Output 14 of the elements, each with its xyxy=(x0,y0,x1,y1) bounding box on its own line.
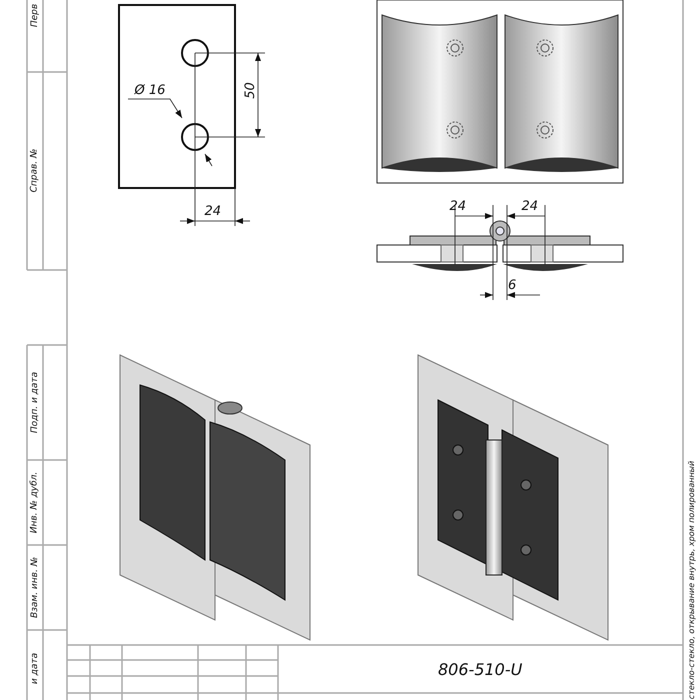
stamp-label: Инв. № дубл. xyxy=(30,471,40,533)
dimension-label: 6 xyxy=(508,278,516,292)
description-text: стекло-стекло, открывание внутрь, хром полированный xyxy=(688,460,696,700)
part-number: 806-510-U xyxy=(438,662,522,678)
stamp-label: Взам. инв. № xyxy=(30,556,40,618)
stamp-label: и дата xyxy=(30,652,40,684)
stamp-label: Справ. № xyxy=(30,148,40,192)
dimension-label: 50 xyxy=(243,82,256,98)
dimension-label: 24 xyxy=(522,200,538,212)
stamp-label: Перв xyxy=(30,3,40,27)
dimension-label: 24 xyxy=(204,204,222,218)
stamp-label: Подп. и дата xyxy=(30,371,40,433)
dimension-label: Ø 16 xyxy=(134,84,166,96)
dimension-label: 24 xyxy=(450,200,466,212)
